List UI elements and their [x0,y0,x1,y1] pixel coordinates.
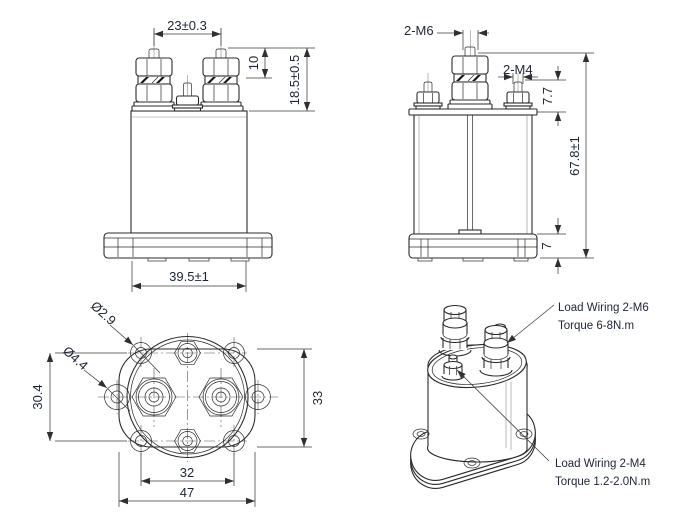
front-flange [103,232,273,262]
iso-terminal-m6-right [479,324,513,377]
dim-text-aux-height: 7.7 [540,87,555,105]
front-body [130,110,248,234]
dim-hole-small: Ø2.9 [88,298,161,374]
dim-text-flange-width: 47 [180,485,194,500]
dim-text-total-height: 67.8±1 [567,136,582,176]
side-body [413,114,533,235]
top-hex-aux-top [174,341,201,365]
side-view: 2-M6 2-M4 7.7 67.8±1 [404,23,594,274]
dim-flange-width: 47 [118,452,256,507]
iso-view: Load Wiring 2-M6 Torque 6-8N.m Load Wiri… [410,302,650,489]
dim-text-flange-depth: 33 [310,391,325,405]
front-view: 23±0.3 10 18.5±0.5 39.5±1 [103,18,315,292]
dim-text-hole-pitch-vertical: 30.4 [30,384,45,409]
dim-terminal-pitch: 23±0.3 [153,18,222,46]
top-flange-outline [118,348,256,448]
side-terminal-m6 [447,46,493,110]
dim-hole-pitch-horizontal: 32 [140,453,235,486]
dim-text-head-height: 18.5±0.5 [287,55,302,106]
front-terminal-left [131,48,177,112]
side-flange [408,233,538,262]
dim-head-height: 18.5±0.5 [249,48,315,112]
top-hex-aux-bottom [174,429,201,453]
callout-m4-line2: Torque 1.2-2.0N.m [555,476,650,488]
front-terminal-right [198,48,244,112]
dim-aux-height: 7.7 [525,66,566,126]
dim-text-body-width: 39.5±1 [169,269,209,284]
dim-flange-height: 7 [537,218,566,274]
dim-body-width: 39.5±1 [131,261,247,292]
dim-text-hole-pitch-horizontal: 32 [180,465,194,480]
dim-text-flange-height: 7 [539,242,554,249]
callout-m4: Load Wiring 2-M4 Torque 1.2-2.0N.m [456,369,650,488]
dim-text-thread-aux: 2-M4 [503,62,533,77]
dim-text-terminal-pitch: 23±0.3 [167,18,207,33]
front-center-stud [171,82,204,112]
dim-text-hole-large: Ø4.4 [60,343,91,373]
top-body-circle [126,335,249,459]
side-top-plate [408,108,538,116]
dim-thread-main: 2-M6 [404,23,489,50]
dim-thread-aux: 2-M4 [498,62,538,84]
dim-text-stud-height: 10 [246,56,261,70]
top-view: 30.4 33 32 47 Ø2.9 [30,298,325,507]
dim-stud-height: 10 [228,47,315,79]
dim-text-thread-main: 2-M6 [404,23,434,38]
dim-text-hole-small: Ø2.9 [88,298,119,328]
dim-hole-pitch-vertical: 30.4 [30,352,127,442]
dim-flange-depth: 33 [257,348,325,448]
top-terminal-main-left [131,377,177,417]
callout-m6-line2: Torque 6-8N.m [558,320,634,332]
callout-m6-line1: Load Wiring 2-M6 [558,302,649,314]
iso-terminal-m6-left [438,304,472,357]
iso-flange-holes [412,428,533,469]
dim-total-height: 67.8±1 [478,52,594,259]
callout-m6: Load Wiring 2-M6 Torque 6-8N.m [506,302,649,344]
callout-m4-line1: Load Wiring 2-M4 [555,458,646,470]
top-terminal-main-right [198,377,244,417]
